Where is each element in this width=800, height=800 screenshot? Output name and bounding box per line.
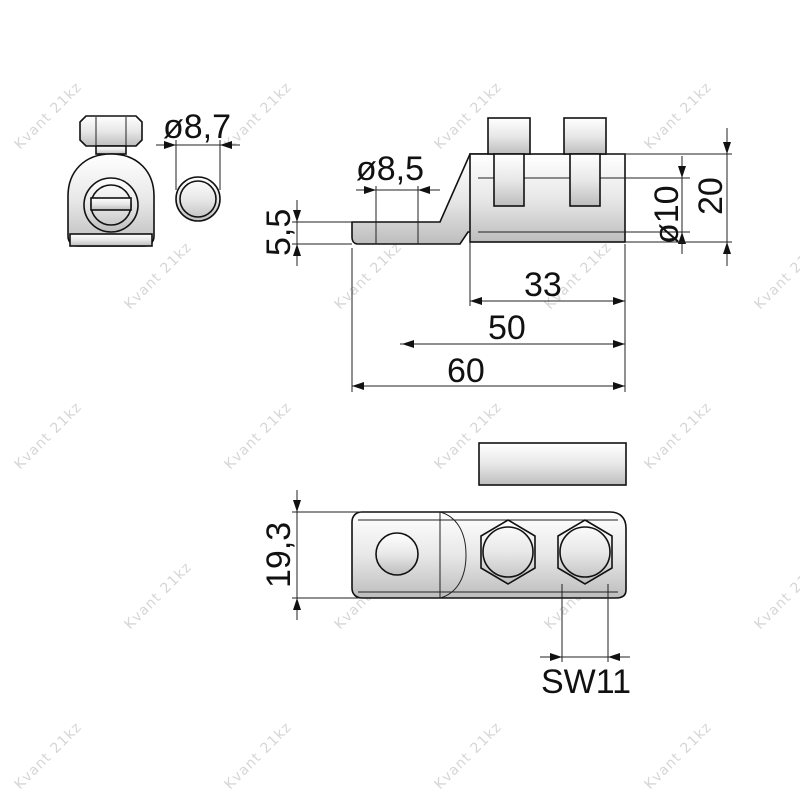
top-view [351,511,627,599]
dim-lengths: 33 50 60 [351,232,626,392]
watermark-text: Kvant 21kz [12,79,86,153]
watermark-text: Kvant 21kz [122,239,196,313]
dim-hole-left: ø8,7 [156,108,240,190]
dim-total-height: 20 [606,128,732,266]
hex-head-2 [557,519,613,585]
dim-wrench: SW11 [540,584,631,701]
dim-length-mid-label: 50 [488,309,526,347]
hex-head-1 [480,519,536,585]
watermark-text: Kvant 21kz [122,559,196,633]
watermark-text: Kvant 21kz [332,239,406,313]
top-view-hole [375,532,419,576]
watermark-text: Kvant 21kz [752,559,800,633]
dim-hole-left-label: ø8,7 [163,108,231,146]
end-view [67,115,155,247]
watermark-text: Kvant 21kz [222,79,296,153]
dim-barrel-diameter: ø10 [625,156,690,254]
screw-1-head [487,117,531,155]
screw-2-head [563,117,607,155]
watermark-text: Kvant 21kz [432,719,506,793]
dim-total-length-label: 60 [447,352,485,390]
side-view [351,117,626,245]
dim-tongue-thickness: 5,5 [260,200,352,266]
top-block [478,442,627,486]
dim-tongue-thickness-label: 5,5 [260,209,298,256]
dim-barrel-length-label: 33 [524,266,562,304]
watermark-text: Kvant 21kz [12,399,86,473]
watermark-text: Kvant 21kz [752,239,800,313]
bolt-head [79,115,143,147]
watermark-text: Kvant 21kz [642,399,716,473]
dim-hole-side-label: ø8,5 [356,150,424,188]
watermark-text: Kvant 21kz [222,399,296,473]
watermark-text: Kvant 21kz [12,719,86,793]
watermark-text: Kvant 21kz [642,79,716,153]
bolt-neck [95,145,127,155]
watermark-text: Kvant 21kz [222,719,296,793]
dim-barrel-diameter-label: ø10 [648,185,686,244]
dim-wrench-label: SW11 [541,663,631,701]
dim-hole-side: ø8,5 [356,150,440,222]
dim-total-height-label: 20 [692,177,730,215]
dim-width: 19,3 [260,490,362,620]
watermark-text: Kvant 21kz [642,719,716,793]
dim-width-label: 19,3 [260,522,298,588]
hole-circle [175,176,221,222]
